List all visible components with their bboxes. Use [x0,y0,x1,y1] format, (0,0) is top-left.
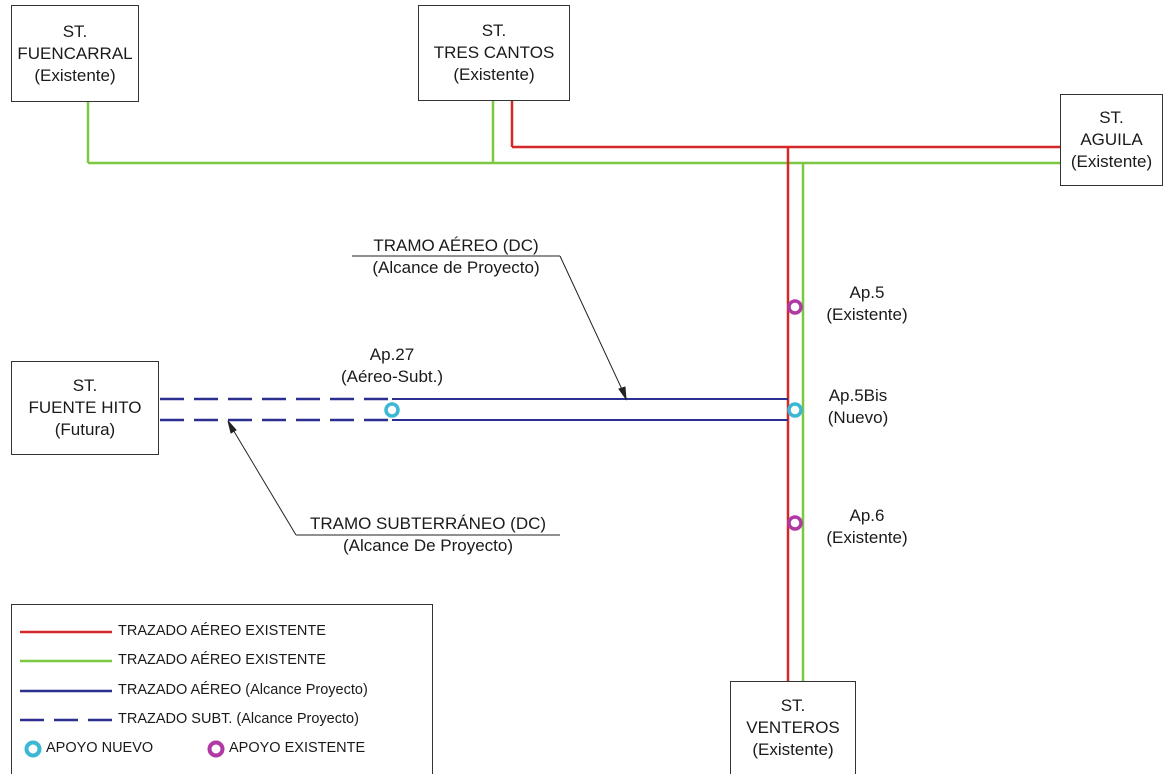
ap5bis-status: (Nuevo) [827,408,889,427]
aerial-callout-leader [559,255,627,399]
ap6-status: (Existente) [826,528,908,547]
station-fuente-hito: ST. FUENTE HITO (Futura) [11,361,159,455]
legend-item-green: TRAZADO AÉREO EXISTENTE [118,652,326,668]
callout-leaders [227,255,627,536]
underground-callout-title: TRAMO SUBTERRÁNEO (DC) [309,514,547,533]
legend-item-blue: TRAZADO AÉREO (Alcance Proyecto) [118,682,368,698]
station-aguila-line3: (Existente) [1070,152,1153,171]
station-fuencarral-line3: (Existente) [34,65,116,85]
new-support-legend-icon [24,740,42,758]
blue-aerial-lines [392,398,788,421]
station-aguila: ST. AGUILA (Existente) [1060,94,1163,186]
aerial-callout-arrowhead [618,386,627,401]
ap5-name: Ap.5 [849,283,885,302]
station-fuente-hito-line1: ST. [72,376,98,395]
green-lines [86,101,1060,681]
aerial-callout: TRAMO AÉREO (DC) (Alcance de Proyecto) [348,235,564,279]
ap5-status: (Existente) [826,305,908,324]
station-tres-cantos: ST. TRES CANTOS (Existente) [418,5,570,101]
legend-existing-support-label: APOYO EXISTENTE [229,740,366,756]
station-venteros-line1: ST. [780,696,806,715]
ap5-label: Ap.5 (Existente) [812,282,922,326]
ap5bis-tower-icon [787,402,803,418]
ap27-tower-icon [384,402,400,418]
station-fuencarral: ST. FUENCARRAL (Existente) [11,5,139,102]
red-lines [510,101,1060,681]
ap27-status: (Aéreo-Subt.) [340,367,444,386]
underground-callout-subtitle: (Alcance De Proyecto) [342,536,514,555]
legend-item-blue-dashed: TRAZADO SUBT. (Alcance Proyecto) [118,711,359,727]
ap5bis-name: Ap.5Bis [828,386,888,405]
station-fuencarral-line2: FUENCARRAL [17,43,133,63]
station-aguila-line1: ST. [1099,108,1124,127]
station-tres-cantos-line2: TRES CANTOS [433,43,555,62]
station-fuente-hito-line3: (Futura) [54,420,116,439]
aerial-callout-subtitle: (Alcance de Proyecto) [372,258,540,277]
ap5bis-label: Ap.5Bis (Nuevo) [808,385,908,429]
station-venteros-line2: VENTEROS [746,718,840,737]
legend-new-support-label: APOYO NUEVO [46,740,154,756]
blue-underground-lines [160,397,392,422]
existing-support-legend-icon [207,740,225,758]
station-venteros: ST. VENTEROS (Existente) [730,681,856,774]
aerial-callout-title: TRAMO AÉREO (DC) [373,236,539,255]
station-aguila-line2: AGUILA [1080,130,1143,149]
underground-callout: TRAMO SUBTERRÁNEO (DC) (Alcance De Proye… [290,513,566,557]
station-fuente-hito-line2: FUENTE HITO [28,398,142,417]
legend: TRAZADO AÉREO EXISTENTE TRAZADO AÉREO EX… [11,604,433,774]
legend-item-red: TRAZADO AÉREO EXISTENTE [118,623,326,639]
underground-callout-leader [228,422,297,536]
ap6-tower-icon [787,515,803,531]
station-tres-cantos-line1: ST. [481,21,507,40]
station-tres-cantos-line3: (Existente) [453,65,535,84]
legend-swatches [20,630,225,758]
ap6-name: Ap.6 [849,506,885,525]
ap27-name: Ap.27 [369,345,415,364]
ap5-tower-icon [787,299,803,315]
ap6-label: Ap.6 (Existente) [812,505,922,549]
underground-callout-arrowhead [227,420,237,434]
ap27-label: Ap.27 (Aéreo-Subt.) [322,344,462,388]
station-venteros-line3: (Existente) [752,740,834,759]
station-fuencarral-line1: ST. [62,21,88,41]
